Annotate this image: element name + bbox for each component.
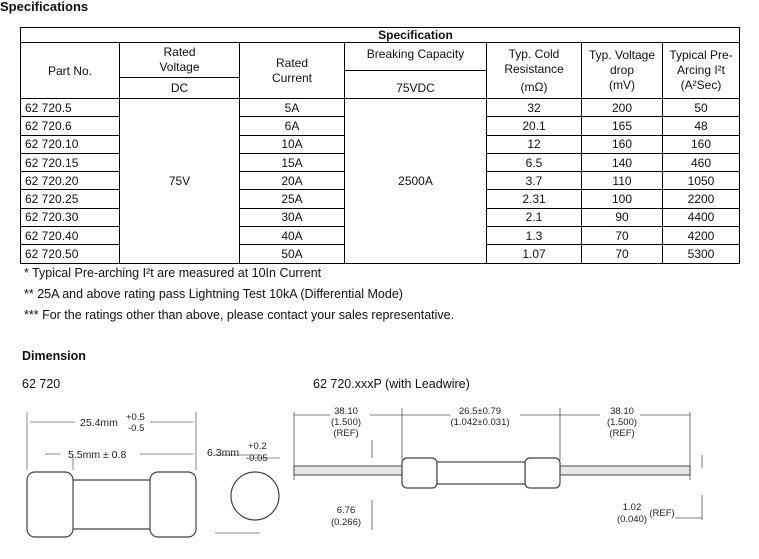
note-2: ** 25A and above rating pass Lightning T… [24,287,403,301]
wire-ref: (REF) [649,508,674,519]
header-cold-resistance: Typ. Cold Resistance (mΩ) [486,42,582,99]
header-breaking-capacity: Breaking Capacity 75VDC [344,42,487,99]
length-dim: 25.4mm [80,417,118,429]
lead-diameter-dim: 6.76 [337,505,356,516]
group-header: Specification [344,27,487,43]
note-1: * Typical Pre-arching I²t are measured a… [24,266,322,280]
merged-rated-voltage: 75V [119,98,240,264]
lead-right-dim-inch: (1.500) [607,417,637,428]
cap-dim: 5.5mm ± 0.8 [68,449,126,461]
body-dim: 26.5±0.79 [459,406,501,417]
wire-diameter-dim: 1.02 [623,502,642,513]
table-row: 62 720.5 75V 5A 2500A 32 200 50 [20,97,740,264]
header-rated-voltage: Rated Voltage DC [119,42,240,99]
header-part-no: Part No. [20,42,120,99]
lead-diameter-dim-inch: (0.266) [331,517,361,528]
dimension-title: Dimension [22,349,86,363]
lead-right-dim: 38.10 [610,406,634,417]
fuse-drawing: 25.4mm +0.5 -0.5 5.5mm ± 0.8 6.3mm +0.2 … [26,412,280,538]
body-dim-inch: (1.042±0.031) [450,417,509,428]
specifications-title: Specifications [0,0,89,14]
diameter-dim: 6.3mm [207,447,239,459]
header-voltage-drop: Typ. Voltage drop (mV) [581,42,663,99]
lead-left-ref: (REF) [333,428,358,439]
diameter-tol-plus: +0.2 [248,441,267,452]
length-tol-plus: +0.5 [126,412,145,423]
diameter-tol-minus: -0.05 [246,453,268,464]
lead-right-ref: (REF) [609,428,634,439]
specification-table: Specification Part No. Rated Voltage DC … [20,27,740,264]
merged-breaking-capacity: 2500A [344,98,487,264]
header-rated-current: Rated Current [239,42,345,99]
note-3: *** For the ratings other than above, pl… [24,308,455,322]
right-drawing-label: 62 720.xxxP (with Leadwire) [313,377,470,391]
header-pre-arcing: Typical Pre- Arcing I²t (A²Sec) [662,42,740,99]
leadwire-fuse-drawing: 38.10 (1.500) (REF) 26.5±0.79 (1.042±0.0… [293,406,703,530]
length-tol-minus: -0.5 [128,423,144,434]
lead-left-dim: 38.10 [334,406,358,417]
left-drawing-label: 62 720 [22,377,61,391]
wire-diameter-dim-inch: (0.040) [617,514,647,525]
lead-left-dim-inch: (1.500) [331,417,361,428]
